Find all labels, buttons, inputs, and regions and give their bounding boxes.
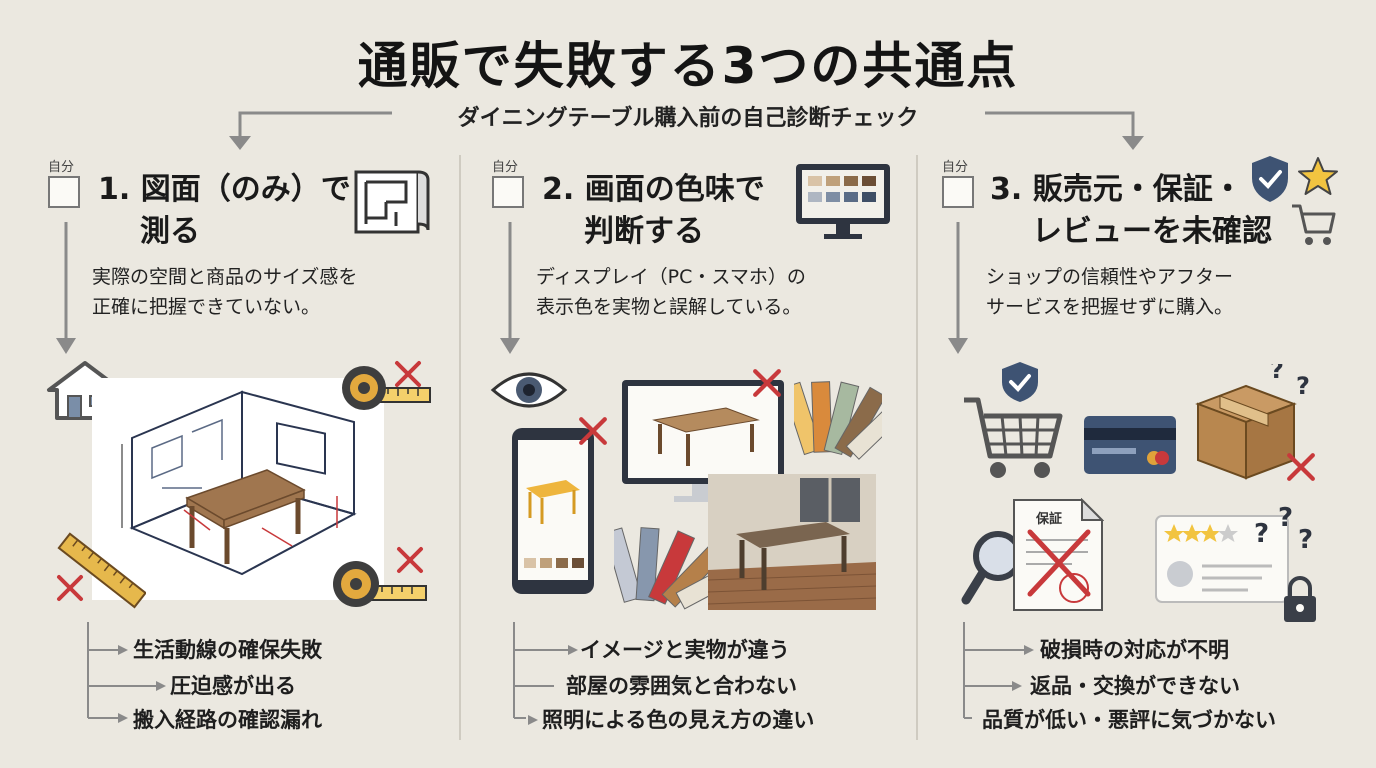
bullet-connector	[513, 622, 556, 719]
self-check-label: 自分	[492, 160, 519, 175]
tape-measure-icon	[333, 561, 427, 607]
shield-check-icon	[1252, 156, 1288, 202]
eye-icon	[490, 372, 568, 408]
risk-bullet: 生活動線の確保失敗	[133, 638, 322, 662]
column-divider	[459, 155, 461, 740]
smartphone-icon	[512, 428, 594, 594]
column-3-desc-line1: ショップの信頼性やアフター	[986, 266, 1234, 288]
page-title: 通販で失敗する3つの共通点	[357, 37, 1019, 95]
magnifier-icon	[961, 531, 1023, 605]
flow-arrow	[948, 222, 968, 354]
column-divider	[916, 155, 918, 740]
blueprint-icon	[354, 170, 430, 234]
risk-bullet: 搬入経路の確認漏れ	[133, 708, 322, 732]
question-icon: ?	[1296, 372, 1310, 400]
risk-bullet: 品質が低い・悪評に気づかない	[982, 708, 1276, 732]
desktop-monitor-icon	[622, 380, 784, 502]
column-2-desc-line2: 表示色を実物と誤解している。	[536, 296, 802, 318]
bullet-connector	[87, 622, 130, 723]
column-1-desc-line1: 実際の空間と商品のサイズ感を	[92, 266, 358, 288]
column-3-title-line2: レビューを未確認	[1032, 214, 1272, 249]
bullet-connector	[528, 715, 538, 725]
risk-bullet: 返品・交換ができない	[1030, 674, 1240, 698]
warranty-document-label: 保証	[1036, 512, 1063, 527]
column-2-title-line2: 判断する	[584, 214, 704, 249]
self-check-checkbox-2[interactable]	[492, 176, 524, 208]
self-check-label: 自分	[48, 160, 75, 175]
room-photo-illustration	[708, 474, 876, 610]
self-check-label: 自分	[942, 160, 969, 175]
monitor-swatch-icon	[796, 164, 890, 239]
question-icon: ?	[1270, 364, 1284, 384]
cart-icon	[964, 362, 1063, 478]
page-subtitle: ダイニングテーブル購入前の自己診断チェック	[457, 106, 919, 131]
header-arrows	[229, 111, 1144, 150]
cart-icon	[1292, 204, 1336, 245]
cross-icon	[395, 361, 421, 387]
bullet-connector	[554, 645, 578, 655]
column-1-title-line2: 測る	[140, 214, 200, 249]
star-icon	[1298, 157, 1338, 195]
cross-icon	[397, 547, 423, 573]
question-icon: ?	[1254, 519, 1269, 549]
warranty-document-graphic	[1013, 498, 1104, 611]
cross-icon	[57, 575, 83, 601]
risk-bullet: 部屋の雰囲気と合わない	[566, 674, 797, 698]
question-icon: ?	[1298, 525, 1313, 555]
column-3-desc-line2: サービスを把握せずに購入。	[986, 296, 1234, 318]
risk-bullet: 圧迫感が出る	[170, 674, 296, 698]
review-card-icon: ? ? ?	[1155, 503, 1316, 622]
column-2-desc-line1: ディスプレイ（PC・スマホ）の	[536, 266, 806, 288]
ruler-icon	[57, 532, 146, 609]
cross-icon	[1287, 453, 1315, 481]
flow-arrow	[500, 222, 520, 354]
risk-bullet: 破損時の対応が不明	[1040, 638, 1229, 662]
tape-measure-icon	[342, 366, 431, 410]
question-icon: ?	[1278, 503, 1293, 533]
package-icon: ? ?	[1195, 364, 1310, 480]
flow-arrow	[56, 222, 76, 354]
room-floorplan-illustration	[92, 378, 384, 600]
self-check-checkbox-1[interactable]	[48, 176, 80, 208]
cross-icon	[579, 417, 607, 445]
column-1-desc-line2: 正確に把握できていない。	[92, 296, 321, 318]
warranty-document-icon: 保証	[1012, 498, 1104, 612]
column-3-title-line1: 3. 販売元・保証・	[990, 172, 1243, 207]
risk-bullet: 照明による色の見え方の違い	[542, 708, 815, 732]
credit-card-icon	[1084, 416, 1176, 474]
bullet-connector	[963, 622, 1034, 719]
column-1-title-line1: 1. 図面（のみ）で	[98, 172, 351, 207]
column-2-title-line1: 2. 画面の色味で	[542, 172, 765, 207]
self-check-checkbox-3[interactable]	[942, 176, 974, 208]
color-swatch-fan-icon	[614, 527, 710, 610]
bullet-connector	[130, 681, 166, 691]
risk-bullet: イメージと実物が違う	[580, 638, 790, 662]
cross-icon	[753, 369, 781, 397]
color-swatch-fan-icon	[794, 381, 882, 460]
